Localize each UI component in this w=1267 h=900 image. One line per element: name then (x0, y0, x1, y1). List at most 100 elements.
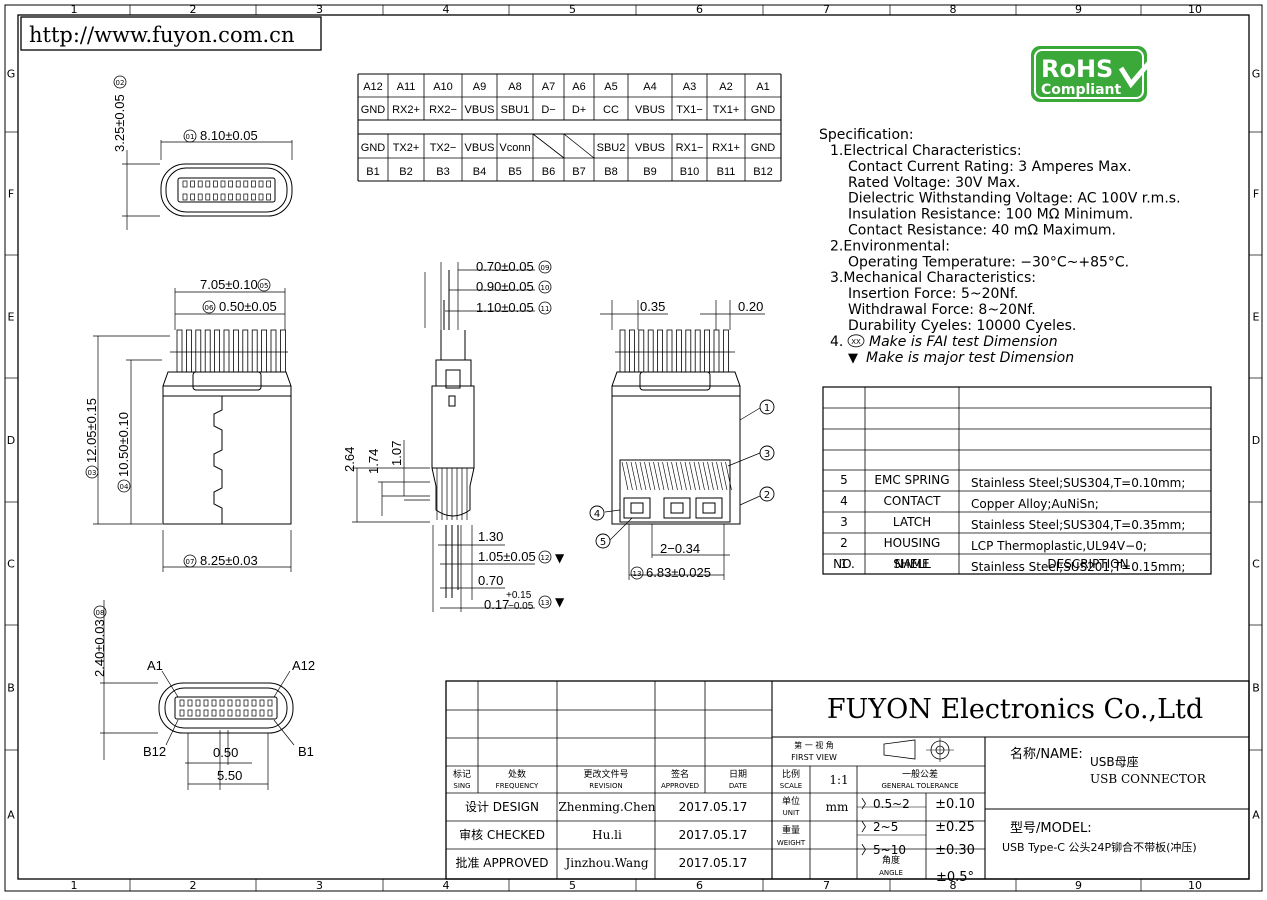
pin-cell: B7 (572, 166, 585, 178)
dim-side-b1: 1.30 (478, 529, 503, 544)
dim-back-t2: 0.20 (738, 299, 763, 314)
spec-line: Rated Voltage: 30V Max. (848, 175, 1020, 191)
spec-note-fai: Make is FAI test Dimension (869, 334, 1058, 350)
svg-text:08: 08 (96, 609, 105, 617)
bom-desc: Stainless Steel;SUS304,T=0.10mm; (971, 476, 1185, 490)
fai-marker-02: 02 (113, 75, 127, 89)
svg-text:3: 3 (764, 449, 770, 460)
callout-3: 3 (759, 445, 775, 461)
revision-header-en: FREQUENCY (496, 782, 539, 790)
spec-line: 2.Environmental: (830, 238, 950, 254)
signoff-date: 2017.05.17 (679, 800, 748, 814)
dim-side-t3: 1.10±0.05 (476, 300, 534, 315)
spec-line: 1.Electrical Characteristics: (830, 143, 1022, 159)
bom-no: 3 (840, 515, 848, 529)
url-box[interactable]: http://www.fuyon.com.cn (20, 16, 322, 51)
bottom-view (100, 600, 295, 790)
tolerance-value: ±0.30 (935, 843, 975, 858)
callout-5: 5 (595, 533, 611, 549)
callout-2: 2 (759, 486, 775, 502)
spec-line: Insulation Resistance: 100 MΩ Minimum. (848, 207, 1133, 223)
bom-desc: Stainless Steel;SUS304,T=0.35mm; (971, 518, 1185, 532)
pin-cell: RX1− (676, 142, 704, 154)
pin-cell: GND (361, 142, 386, 154)
callout-4: 4 (589, 505, 605, 521)
border-row-label: G (1252, 68, 1261, 81)
back-view-dims: 0.35 0.20 2−0.34 13 6.83±0.025 1 3 2 4 5 (589, 299, 775, 580)
fai-marker-12: 12 (538, 550, 552, 564)
bottom-view-dims: 08 2.40±0.03 A1 A12 B12 B1 0.50 5.50 (92, 605, 315, 783)
dim-top-height: 3.25±0.05 (112, 94, 127, 152)
pin-cell: B4 (473, 166, 486, 178)
dim-back-b1: 2−0.34 (660, 541, 700, 556)
major-mark-icon: ▼ (848, 351, 858, 366)
fai-marker-09: 09 (538, 260, 552, 274)
bom-no: 5 (840, 473, 848, 487)
dim-side-b3: 0.70 (478, 573, 503, 588)
border-row-label: A (1252, 809, 1260, 822)
dim-bottom-width: 5.50 (217, 768, 242, 783)
pin-cell: VBUS (635, 104, 665, 116)
scale-label-cn: 比例 (782, 768, 800, 780)
border-col-label: 1 (71, 879, 78, 892)
top-view-dims: 3.25±0.05 02 01 8.10±0.05 (112, 75, 258, 152)
fai-marker-05: 05 (257, 278, 271, 292)
spec-line: 3.Mechanical Characteristics: (830, 270, 1036, 286)
fai-marker-07: 07 (183, 554, 197, 568)
signoff-role: 审核 CHECKED (459, 827, 545, 842)
dim-side-b4-tol-lo: −0.05 (508, 601, 534, 612)
svg-text:13: 13 (633, 570, 642, 578)
border-col-label: 3 (316, 3, 323, 16)
pin-cell: RX1+ (712, 142, 740, 154)
border-row-label: F (1253, 188, 1259, 201)
dim-side-h1: 2.64 (342, 447, 357, 472)
pin-cell: GND (751, 104, 776, 116)
svg-text:09: 09 (541, 264, 550, 272)
border-col-label: 8 (950, 3, 957, 16)
rohs-logo: RoHS Compliant (1031, 46, 1157, 102)
side-view-dims: 0.70±0.05 09 0.90±0.05 10 1.10±0.05 11 2… (342, 259, 565, 612)
border-col-label: 10 (1188, 3, 1202, 16)
svg-text:11: 11 (541, 305, 550, 313)
side-view (352, 262, 535, 612)
pin-cell: TX1− (676, 104, 703, 116)
first-view-en: FIRST VIEW (791, 753, 837, 762)
revision-header-cn: 标记 (453, 768, 471, 780)
spec-line: Dielectric Withstanding Voltage: AC 100V… (848, 191, 1181, 207)
dim-front-pitch: 0.50±0.05 (219, 299, 277, 314)
border-col-label: 9 (1075, 879, 1082, 892)
tolerance-range: 〉0.5~2 (861, 797, 910, 811)
dim-side-b2: 1.05±0.05 (478, 549, 536, 564)
dim-side-b4-tol-hi: +0.15 (506, 590, 532, 601)
bom-header-no: NO. (833, 557, 855, 571)
pin-cell: B5 (508, 166, 521, 178)
pin-label-a1: A1 (147, 658, 163, 673)
pin-cell: VBUS (465, 104, 495, 116)
front-view (93, 288, 292, 572)
unit-label-cn: 单位 (782, 795, 800, 807)
signoff-name: Zhenming.Chen (558, 800, 655, 814)
url-text[interactable]: http://www.fuyon.com.cn (29, 23, 294, 47)
border-col-label: 10 (1188, 879, 1202, 892)
pin-cell: GND (751, 142, 776, 154)
pin-cell: A7 (542, 81, 555, 93)
border-row-label: D (1252, 434, 1260, 447)
revision-header-cn: 更改文件号 (583, 768, 628, 780)
tolerance-label-en: GENERAL TOLERANCE (881, 782, 958, 790)
border-col-label: 4 (443, 879, 450, 892)
fai-marker-13b: 13 (630, 566, 644, 580)
svg-text:01: 01 (186, 133, 195, 141)
pin-cell: Vconn (499, 142, 530, 154)
revision-header-cn: 处数 (508, 768, 526, 780)
name-value-cn: USB母座 (1090, 754, 1139, 769)
specification-block: Specification:1.Electrical Characteristi… (819, 127, 1181, 366)
border-col-label: 3 (316, 879, 323, 892)
name-value-en: USB CONNECTOR (1090, 772, 1207, 786)
signoff-role: 批准 APPROVED (455, 855, 548, 870)
border-row-label: E (8, 311, 15, 324)
spec-line: Contact Current Rating: 3 Amperes Max. (848, 159, 1132, 175)
pin-cell: B6 (542, 166, 555, 178)
border-col-label: 5 (569, 879, 576, 892)
scale-value: 1:1 (829, 773, 848, 787)
